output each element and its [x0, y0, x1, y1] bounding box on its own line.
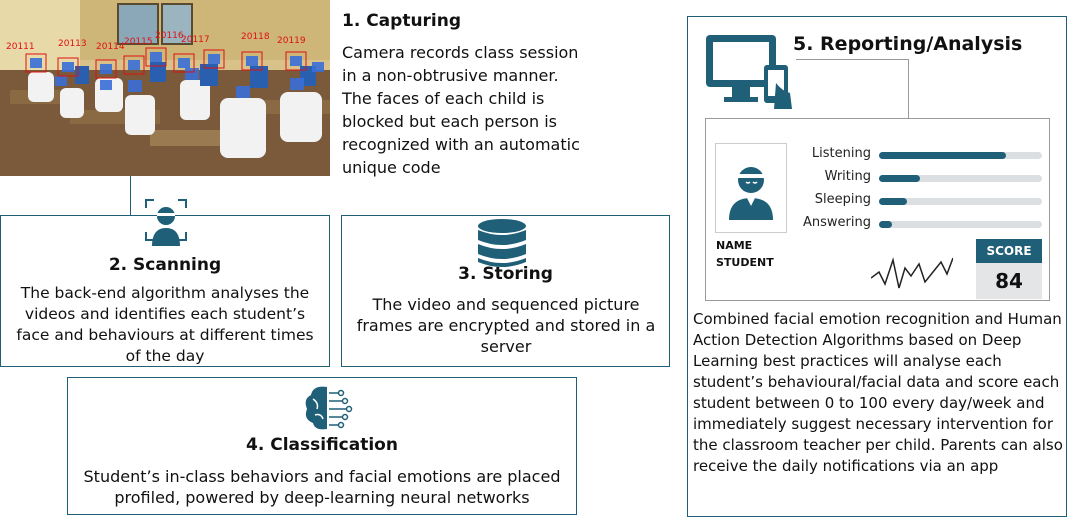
- bar-track: [879, 175, 1042, 182]
- scanning-box: 2. Scanning The back-end algorithm analy…: [0, 199, 330, 367]
- score-header: SCORE: [976, 239, 1042, 263]
- classroom-photo: 20111 20113 20114 20115 20116 20117 2011…: [0, 0, 330, 176]
- bar-label: Listening: [811, 146, 871, 161]
- student-code: 20115: [124, 37, 153, 47]
- student-code: 20119: [277, 36, 306, 46]
- student-code: 20114: [96, 42, 125, 52]
- face-scan-icon: [144, 198, 188, 254]
- reporting-title: 5. Reporting/Analysis: [793, 33, 1023, 55]
- storing-title: 3. Storing: [458, 264, 553, 284]
- student-code: 20113: [58, 39, 87, 49]
- bar-fill: [879, 221, 892, 228]
- scanning-title: 2. Scanning: [108, 255, 222, 275]
- bar-label: Answering: [803, 215, 871, 230]
- connector-line: [130, 176, 131, 216]
- student-label: STUDENT: [716, 256, 774, 269]
- student-code: 20117: [181, 35, 210, 45]
- storing-box: 3. Storing The video and sequenced pictu…: [341, 215, 670, 367]
- activity-line-icon: [870, 254, 954, 298]
- student-avatar-frame: [715, 143, 787, 233]
- database-icon: [476, 218, 528, 272]
- bar-track: [879, 198, 1042, 205]
- bar-fill: [879, 152, 1006, 159]
- bar-label: Sleeping: [814, 192, 871, 207]
- capturing-body: Camera records class session in a non-ob…: [342, 43, 580, 177]
- student-code: 20111: [6, 42, 35, 52]
- bar-label: Writing: [824, 169, 871, 184]
- bar-fill: [879, 175, 920, 182]
- classification-body: Student’s in-class behaviors and facial …: [83, 467, 561, 507]
- classification-title: 4. Classification: [246, 435, 398, 455]
- classification-box: 4. Classification Student’s in-class beh…: [67, 377, 577, 515]
- scanning-body: The back-end algorithm analyses the vide…: [16, 284, 314, 365]
- bar-track: [879, 221, 1042, 228]
- bar-track: [879, 152, 1042, 159]
- panel-outline: [796, 59, 909, 118]
- score-value: 84: [976, 263, 1042, 299]
- reporting-box: 5. Reporting/Analysis NAME STUDENT Liste…: [687, 16, 1067, 517]
- student-avatar-icon: [726, 162, 776, 224]
- name-label: NAME: [716, 239, 753, 252]
- reporting-body: Combined facial emotion recognition and …: [693, 310, 1063, 475]
- bar-fill: [879, 198, 907, 205]
- student-code: 20116: [155, 31, 184, 41]
- capturing-title: 1. Capturing: [342, 11, 462, 31]
- student-code: 20118: [241, 32, 270, 42]
- monitor-phone-icon: [704, 33, 794, 117]
- storing-body: The video and sequenced picture frames a…: [356, 295, 656, 356]
- neural-brain-icon: [303, 383, 355, 437]
